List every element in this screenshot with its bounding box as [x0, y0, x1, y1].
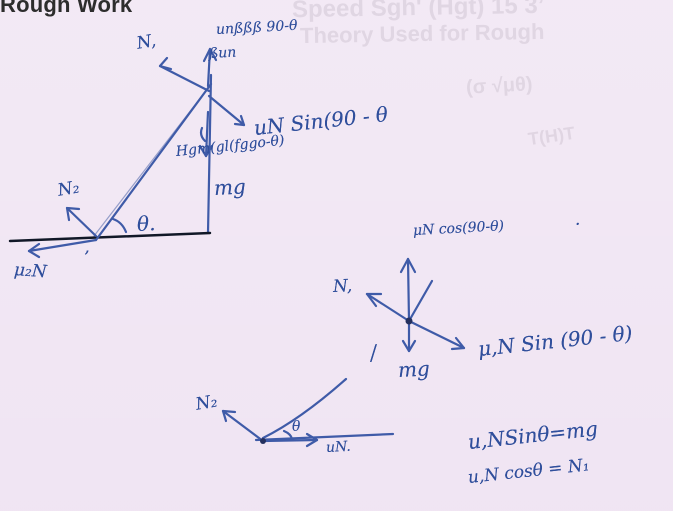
- top-force-label: unßßß 90-θ: [215, 17, 298, 38]
- ladder-incline: [94, 82, 213, 242]
- small-diagram-un-label: uN.: [325, 438, 352, 456]
- force-arrowhead-up-top: [202, 47, 218, 63]
- small-angle-mark: [282, 429, 294, 441]
- normal-force-n1-label: N,: [135, 30, 158, 54]
- force-arrow-down-mg: [204, 110, 210, 158]
- force-arrowhead-n1: [158, 56, 173, 71]
- fbd-dot-label: .: [575, 210, 581, 230]
- fbd-arrowhead-right: [450, 336, 466, 351]
- small-diagram-n2-label: N₂: [194, 391, 220, 415]
- small-dot-label: ’: [84, 248, 90, 268]
- fbd-arrowhead-vertical-up: [399, 257, 417, 274]
- force-arrowhead-right-top: [233, 114, 246, 127]
- fbd-n1-label: N,: [332, 276, 353, 297]
- force-arrowhead-down-mg: [198, 144, 214, 158]
- ladder-vertical-wall: [206, 73, 213, 235]
- fbd-arrowhead-n1: [365, 292, 383, 308]
- small-contact-point: [260, 438, 266, 444]
- force-arrow-right-top: [207, 94, 246, 127]
- small-arrowhead-right: [305, 432, 319, 448]
- angle-mark-top: [199, 126, 207, 143]
- weight-label-mg: mg: [213, 174, 247, 200]
- small-arrow-right: [261, 438, 319, 443]
- fbd-center-point: [405, 317, 413, 325]
- small-incline-line: [261, 377, 348, 440]
- fbd-diagonal-up: [407, 279, 434, 323]
- small-diagram-theta-label: θ: [291, 418, 301, 435]
- angle-mark-bottom: [111, 217, 128, 234]
- ladder-ground-line: [8, 231, 212, 243]
- force-arrowhead-n2: [65, 206, 81, 222]
- friction-force-label: μ₂N: [13, 260, 48, 283]
- normal-force-n2-label: N₂: [56, 177, 82, 201]
- force-arrow-n1: [158, 64, 211, 93]
- fbd-arrowhead-down: [401, 339, 417, 353]
- fbd-vertical-up: [406, 257, 411, 323]
- angle-theta-label: θ.: [136, 211, 157, 236]
- fbd-arrow-right: [407, 319, 466, 350]
- small-arrowhead-n2: [221, 409, 237, 423]
- force-arrowhead-u2n: [27, 242, 41, 259]
- small-base-line: [254, 432, 395, 442]
- fbd-arrow-n1: [365, 292, 411, 323]
- force-arrow-n2: [65, 206, 98, 238]
- fbd-mg-label: mg: [397, 356, 431, 382]
- force-arrow-up-top: [206, 47, 212, 88]
- page-title: Rough Work: [0, 0, 133, 17]
- small-arrow-n2: [221, 409, 265, 443]
- top-small-force-label: ßun: [208, 44, 237, 62]
- force-arrow-u2n: [27, 238, 98, 253]
